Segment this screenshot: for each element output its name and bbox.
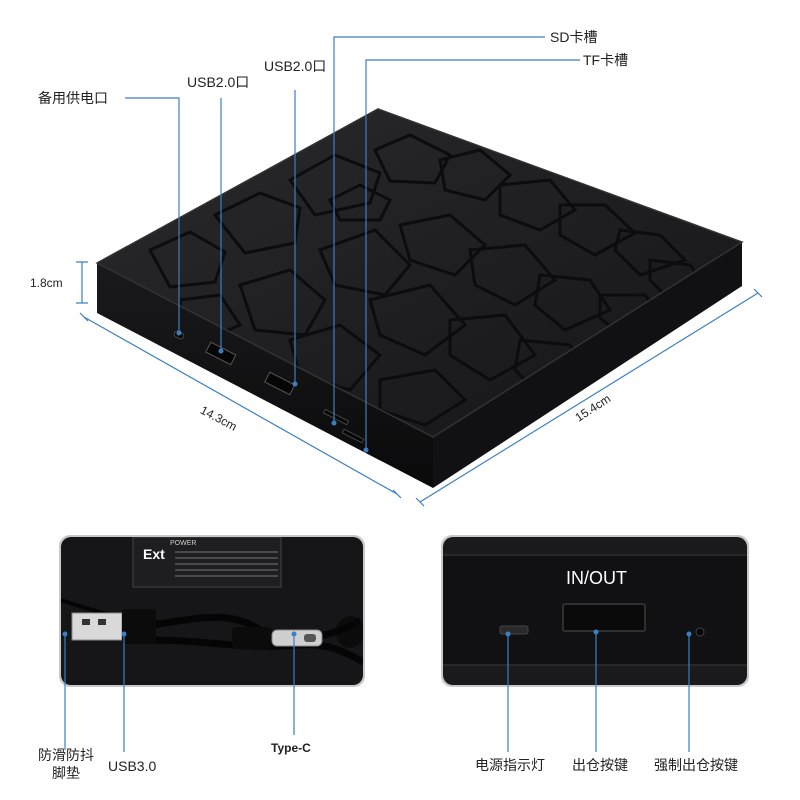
front-panel-detail xyxy=(441,535,749,752)
usb2-left-label: USB2.0口 xyxy=(187,74,250,90)
backup-power-label: 备用供电口 xyxy=(38,90,108,106)
force-eject-hole xyxy=(695,627,705,637)
sticker-power-text: POWER xyxy=(170,540,197,547)
top-callout-lines xyxy=(125,36,580,453)
eject-button-label: 出仓按键 xyxy=(572,757,628,773)
type-c-label: Type-C xyxy=(271,741,311,755)
product-sticker xyxy=(132,537,282,588)
in-out-label: IN/OUT xyxy=(566,568,627,588)
sd-card-slot xyxy=(322,408,350,426)
dimension-lines xyxy=(76,261,763,507)
sticker-brand-text: Ext xyxy=(143,546,165,562)
force-eject-button-label: 强制出仓按键 xyxy=(654,757,738,773)
usb3-label: USB3.0 xyxy=(108,758,157,774)
device-right-face xyxy=(433,242,742,488)
tf-slot-label: TF卡槽 xyxy=(583,52,629,68)
power-indicator-light xyxy=(499,625,529,635)
tf-card-slot xyxy=(341,428,365,444)
usb2-port-right xyxy=(264,371,296,396)
device-top-surface xyxy=(97,109,742,437)
power-indicator-label: 电源指示灯 xyxy=(475,757,545,773)
height-dimension-label: 1.8cm xyxy=(30,276,63,290)
cable-detail-panel xyxy=(59,535,365,752)
usb2-right-label: USB2.0口 xyxy=(264,58,327,74)
optical-drive-device xyxy=(95,108,744,488)
sd-slot-label: SD卡槽 xyxy=(550,29,598,45)
eject-button-shape xyxy=(562,603,646,632)
anti-slip-pad-label: 防滑防抖 脚垫 xyxy=(38,747,94,781)
usb3-connector xyxy=(71,612,123,641)
